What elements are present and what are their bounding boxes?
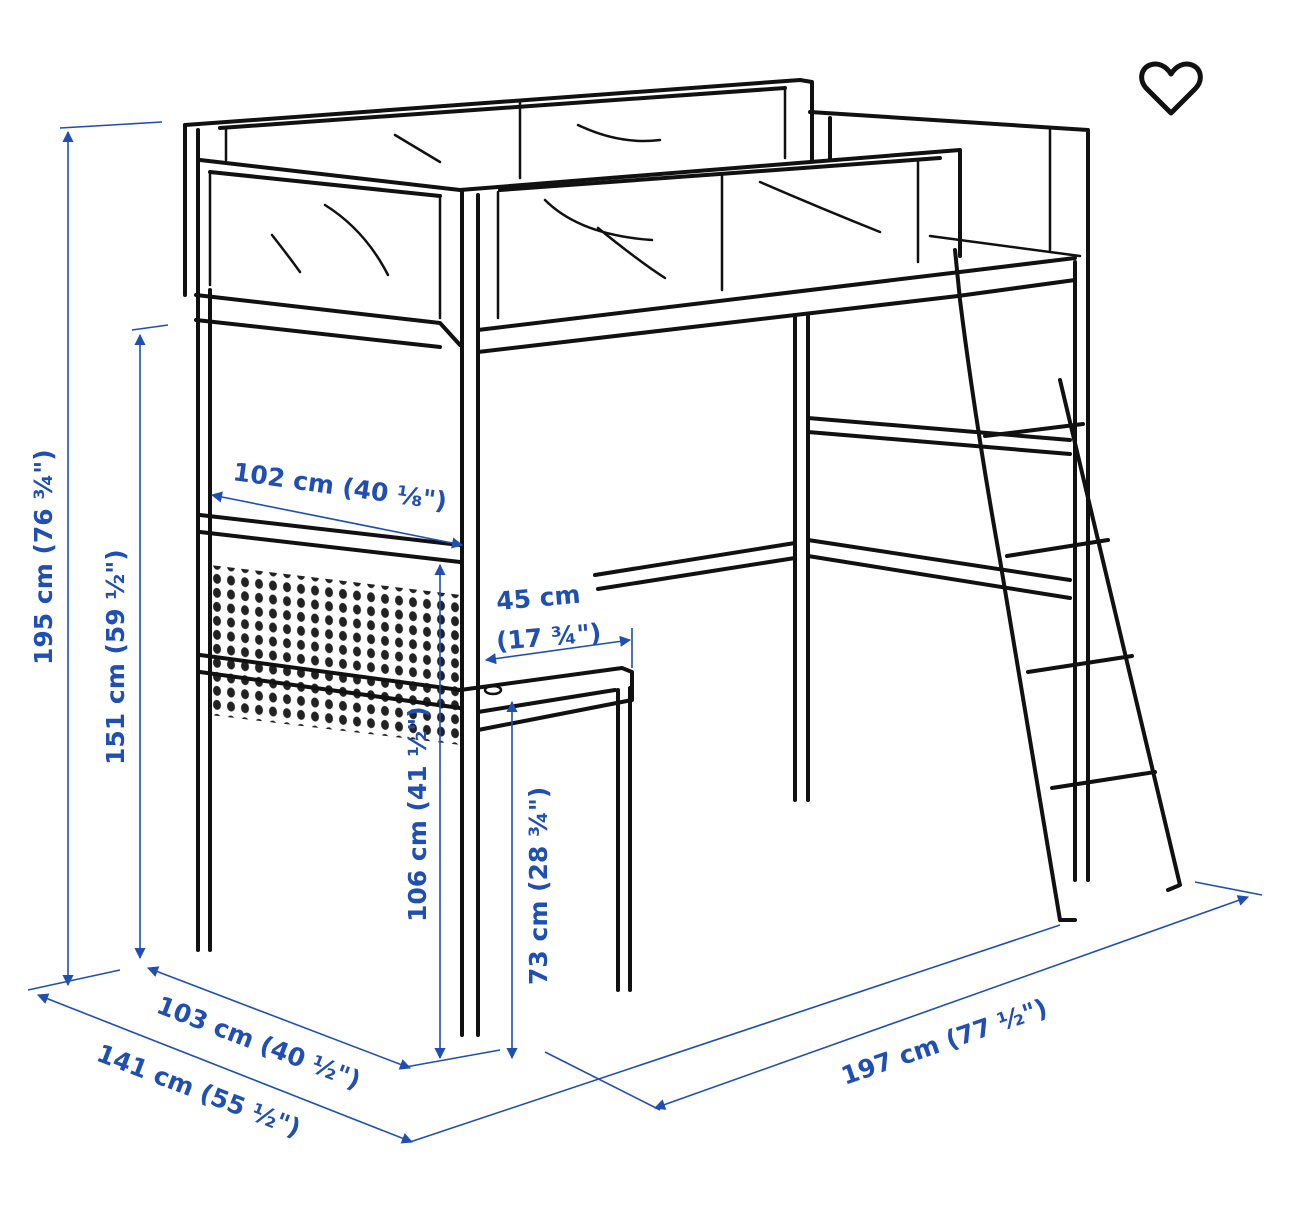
dim-total-length: 197 cm (77 ½") (838, 993, 1051, 1091)
heart-outline-icon (1139, 61, 1203, 116)
dim-total-height: 195 cm (76 ¾") (29, 449, 58, 665)
dim-desk-depth-in: (17 ¾") (495, 618, 602, 656)
dim-desk-width: 102 cm (40 ⅛") (231, 457, 449, 516)
dim-desk-depth-cm: 45 cm (495, 580, 582, 616)
dim-desk-height: 73 cm (28 ¾") (524, 787, 553, 985)
favorite-button[interactable] (1138, 60, 1204, 118)
dimension-lines (27, 121, 1263, 1144)
cable-hole (483, 684, 503, 696)
bed-illustration (183, 78, 1182, 1037)
dim-deck-height: 151 cm (59 ½") (101, 549, 130, 765)
dim-desk-frame-height: 106 cm (41 ½") (403, 706, 432, 922)
